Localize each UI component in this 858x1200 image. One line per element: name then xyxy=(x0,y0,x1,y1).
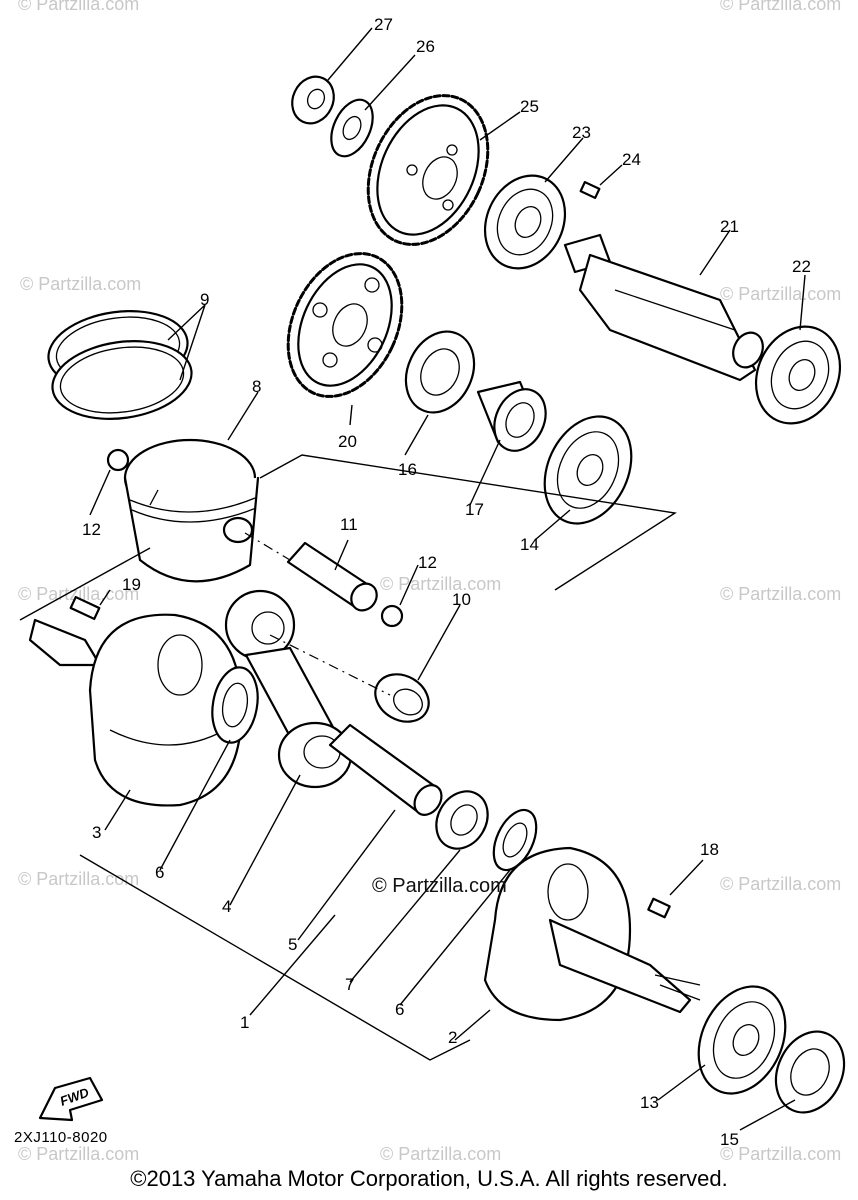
assembly-line xyxy=(244,532,291,561)
callout-1: 1 xyxy=(240,1013,249,1032)
callout-26: 26 xyxy=(416,37,435,56)
callout-6: 6 xyxy=(155,863,164,882)
callout-23: 23 xyxy=(572,123,591,142)
part-circlip xyxy=(380,604,404,628)
part-piston-rings xyxy=(47,310,193,420)
part-collar xyxy=(476,380,547,452)
callout-27: 27 xyxy=(374,15,393,34)
part-oil-seal xyxy=(774,1030,846,1114)
part-bearing xyxy=(697,985,787,1095)
partzilla-watermark: © Partzilla.com xyxy=(372,875,507,897)
watermarks: © Partzilla.com © Partzilla.com © Partzi… xyxy=(18,0,841,1164)
callout-21: 21 xyxy=(720,217,739,236)
watermark: © Partzilla.com xyxy=(20,274,141,294)
part-key xyxy=(579,180,601,200)
forward-arrow-icon: FWD xyxy=(38,1076,104,1122)
callout-25: 25 xyxy=(520,97,539,116)
part-bearing xyxy=(543,415,633,525)
callout-4: 4 xyxy=(222,897,231,916)
part-balancer-shaft xyxy=(563,233,764,382)
callout-20: 20 xyxy=(338,432,357,451)
watermark: © Partzilla.com xyxy=(18,584,139,604)
part-nut xyxy=(291,75,335,125)
callout-15: 15 xyxy=(720,1130,739,1149)
callout-6: 6 xyxy=(395,1000,404,1019)
callout-2: 2 xyxy=(448,1028,457,1047)
watermark: © Partzilla.com xyxy=(720,284,841,304)
part-circlip xyxy=(106,448,130,472)
callout-11: 11 xyxy=(340,515,358,534)
callout-18: 18 xyxy=(700,840,719,859)
callout-13: 13 xyxy=(640,1093,659,1112)
watermark: © Partzilla.com xyxy=(720,1144,841,1164)
watermark: © Partzilla.com xyxy=(720,0,841,14)
part-oil-seal xyxy=(404,330,476,414)
watermark: © Partzilla.com xyxy=(18,869,139,889)
part-needle-bearing xyxy=(435,790,489,850)
part-piston-pin xyxy=(286,541,378,612)
callout-16: 16 xyxy=(398,460,417,479)
part-key xyxy=(647,897,671,919)
callout-24: 24 xyxy=(622,150,641,169)
part-key xyxy=(69,595,101,621)
watermark: © Partzilla.com xyxy=(720,584,841,604)
callout-8: 8 xyxy=(252,377,261,396)
callout-14: 14 xyxy=(520,535,539,554)
part-piston xyxy=(123,438,260,583)
copyright-notice: ©2013 Yamaha Motor Corporation, U.S.A. A… xyxy=(130,1166,728,1191)
callout-19: 19 xyxy=(122,575,141,594)
diagram-code: 2XJ110-8020 xyxy=(14,1129,108,1146)
part-bearing xyxy=(483,174,567,270)
callout-labels: 27 26 25 23 24 21 22 9 20 16 17 14 8 12 … xyxy=(82,15,811,1149)
part-needle-bearing xyxy=(374,673,430,723)
callout-9: 9 xyxy=(200,290,209,309)
part-balancer-gear xyxy=(286,252,404,398)
part-connecting-rod xyxy=(224,589,353,789)
group-bracket xyxy=(79,854,471,1061)
watermark: © Partzilla.com xyxy=(720,874,841,894)
part-washer xyxy=(492,808,538,872)
part-crank-right xyxy=(483,846,701,1022)
watermark: © Partzilla.com xyxy=(18,1144,139,1164)
callout-22: 22 xyxy=(792,257,811,276)
callout-17: 17 xyxy=(465,500,484,519)
watermark: © Partzilla.com xyxy=(18,0,139,14)
callout-3: 3 xyxy=(92,823,101,842)
part-bearing xyxy=(754,325,842,425)
part-lock-washer xyxy=(330,98,374,158)
group-bracket xyxy=(259,454,677,591)
part-primary-drive-gear xyxy=(366,94,490,246)
watermark: © Partzilla.com xyxy=(380,574,501,594)
callout-5: 5 xyxy=(288,935,297,954)
watermark: © Partzilla.com xyxy=(380,1144,501,1164)
callout-7: 7 xyxy=(345,975,354,994)
group-bracket xyxy=(19,547,151,621)
callout-12: 12 xyxy=(418,553,437,572)
part-crank-pin xyxy=(328,723,443,816)
callout-10: 10 xyxy=(452,590,471,609)
assembly-line xyxy=(269,634,391,696)
callout-12: 12 xyxy=(82,520,101,539)
leader-lines xyxy=(89,27,806,1131)
